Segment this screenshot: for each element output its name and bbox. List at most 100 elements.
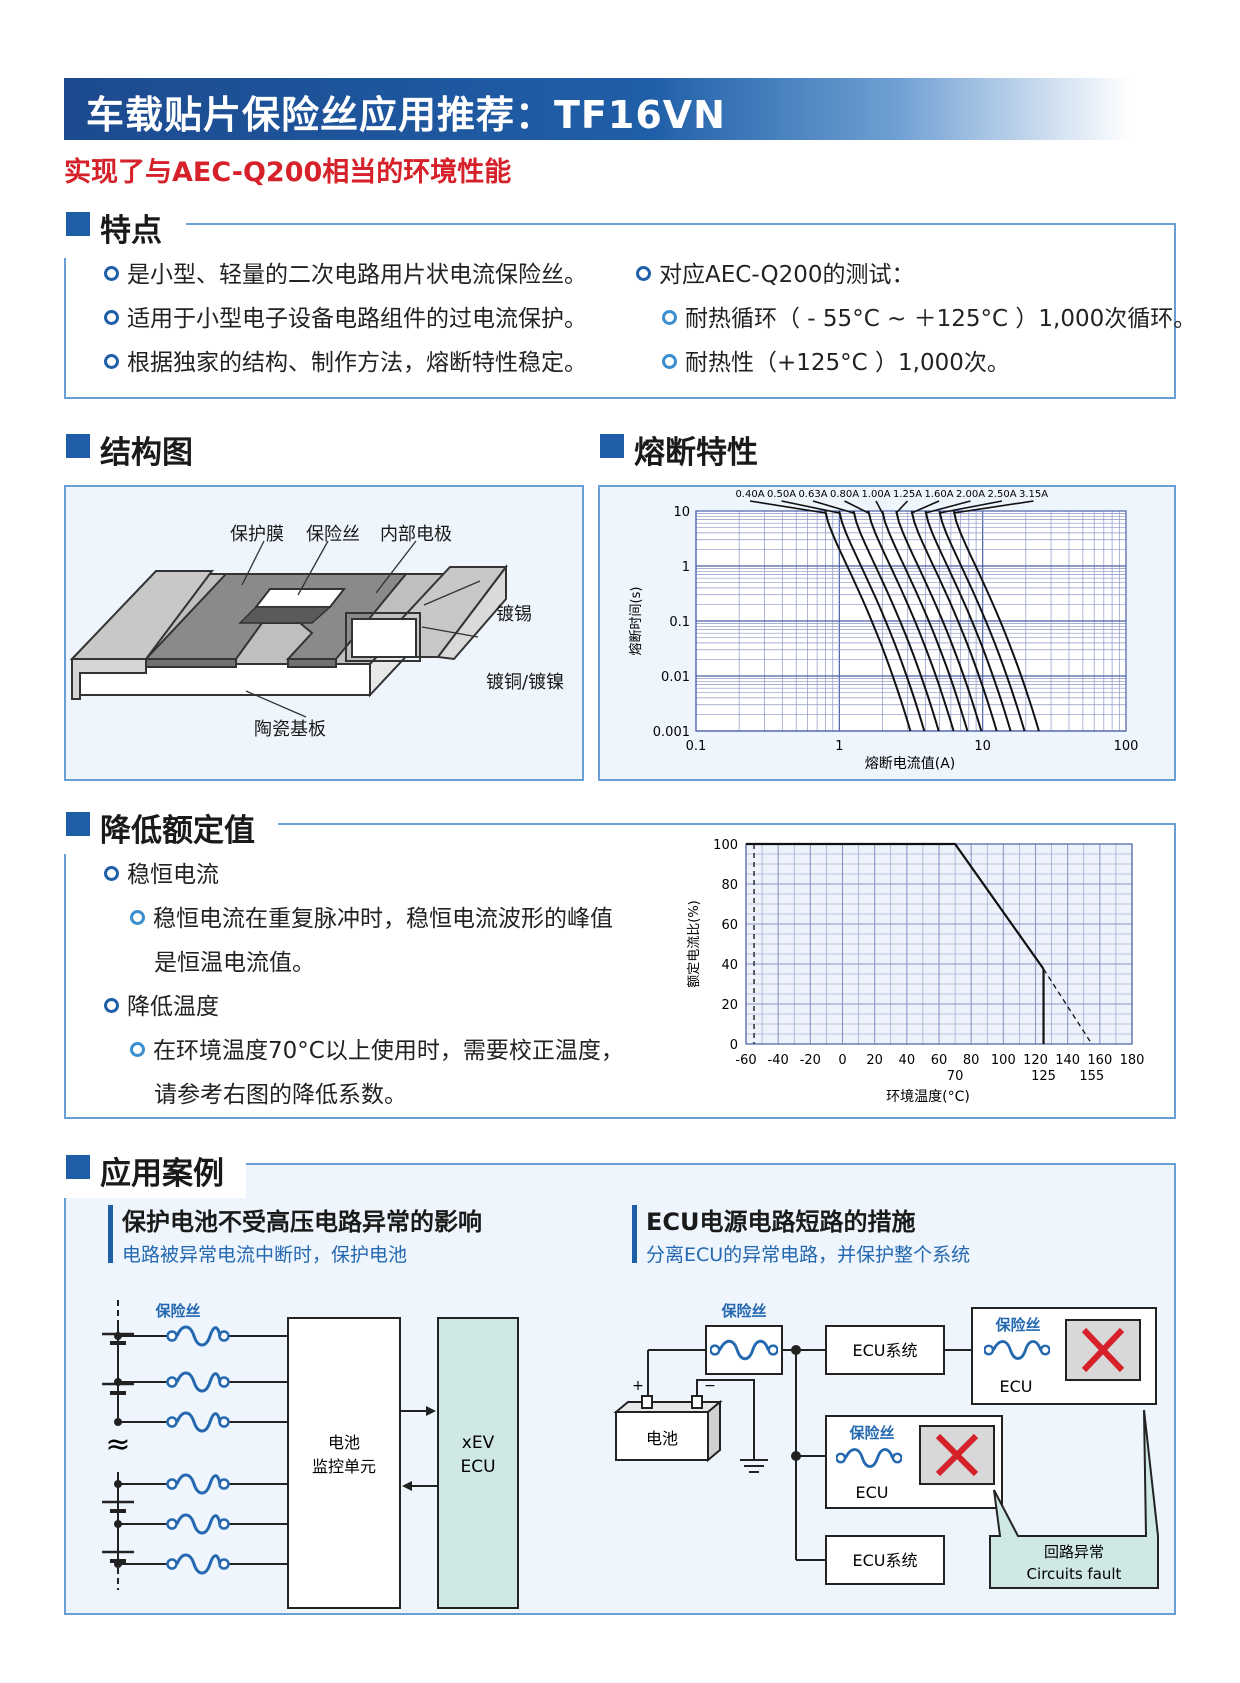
- fusing-curve: [924, 510, 1012, 732]
- fuse-label: 保险丝: [994, 1316, 1040, 1334]
- approx-symbol: ≈: [105, 1427, 130, 1462]
- fusing-curve-lead: [844, 500, 869, 514]
- derating-item-desc: 请参考右图的降低系数。: [154, 1082, 407, 1108]
- fusing-curve: [838, 510, 926, 732]
- fusing-curve: [895, 510, 983, 732]
- case-left-title: 保护电池不受高压电路异常的影响: [122, 1208, 482, 1236]
- battery-protection-diagram: 保险丝 ≈ 电池 监控单元 xEV ECU: [102, 1300, 519, 1609]
- fusing-curve-lead: [749, 500, 826, 514]
- fusing-rating-label: 0.50A: [767, 489, 796, 500]
- bms-label-2: 监控单元: [312, 1457, 376, 1476]
- ecu-short-diagram: 保险丝 ECU系统 保险丝 ECU 保险丝 ECU ECU系统 电池 + − 回…: [613, 1302, 1159, 1589]
- section-marker-icon: [66, 812, 90, 836]
- derating-ylabel: 额定电流比(%): [687, 900, 702, 988]
- bullet-icon: [662, 310, 677, 325]
- fusing-xtick: 10: [974, 739, 991, 754]
- fusing-curve: [852, 510, 940, 732]
- bullet-icon: [104, 266, 119, 281]
- derating-heading-bg: [60, 796, 278, 854]
- fusing-curve-lead: [781, 500, 840, 514]
- fusing-xtick: 1: [835, 739, 843, 754]
- bullet-icon: [130, 1042, 145, 1057]
- derating-xtick: 0: [838, 1053, 846, 1068]
- derating-line: [746, 842, 1045, 970]
- minus-label: −: [704, 1378, 716, 1394]
- fusing-curve-lead: [953, 500, 1034, 514]
- fault-x-icon: [935, 1433, 979, 1477]
- fuse-terminal: [166, 1558, 178, 1570]
- fuse-icon: [175, 1553, 222, 1575]
- fuse-terminal: [166, 1376, 178, 1388]
- feature-item: 是小型、轻量的二次电路用片状电流保险丝。: [104, 255, 587, 289]
- fuse-icon: [175, 1473, 222, 1495]
- bullet-icon: [636, 266, 651, 281]
- fusing-curve-lead: [925, 500, 971, 514]
- fusing-curve: [938, 510, 1026, 732]
- derating-ytick: 80: [721, 878, 738, 893]
- fusing-frame: [695, 510, 1127, 732]
- fusing-rating-label: 1.60A: [924, 489, 953, 500]
- derating-ytick: 20: [721, 998, 738, 1013]
- fuse-icon: [175, 1411, 222, 1433]
- fuse-terminal: [218, 1558, 230, 1570]
- derating-xtick: 40: [899, 1053, 916, 1068]
- derating-xtick: 80: [963, 1053, 980, 1068]
- derating-xlabel: 环境温度(°C): [886, 1089, 970, 1105]
- derating-ytick: 60: [721, 918, 738, 933]
- fusing-rating-label: 1.00A: [861, 489, 890, 500]
- fuse-terminal: [218, 1518, 230, 1530]
- case-right-subtitle: 分离ECU的异常电路，并保护整个系统: [646, 1244, 971, 1266]
- derating-item-desc: 稳恒电流在重复脉冲时，稳恒电流波形的峰值: [130, 899, 613, 933]
- fusing-rating-label: 0.40A: [735, 489, 764, 500]
- fusing-ytick: 1: [682, 560, 690, 575]
- derating-xtick: 160: [1087, 1053, 1112, 1068]
- fuse-structure-diagram: [69, 540, 509, 718]
- aec-item: 耐热循环（ - 55°C ~ ＋125°C ）1,000次循环。: [662, 299, 1196, 333]
- case-left-subtitle: 电路被异常电流中断时，保护电池: [122, 1244, 408, 1266]
- label-cuni: 镀铜/镀镍: [486, 672, 565, 693]
- fuse-label: 保险丝: [720, 1302, 766, 1320]
- bullet-icon: [104, 998, 119, 1013]
- fusing-xlabel: 熔断电流值(A): [865, 756, 956, 772]
- fusing-rating-label: 1.25A: [893, 489, 922, 500]
- fuse-terminal: [218, 1416, 230, 1428]
- fusing-curve: [910, 510, 998, 732]
- derating-ytick: 40: [721, 958, 738, 973]
- derating-item-title: 降低温度: [104, 987, 219, 1021]
- fusing-curve: [824, 510, 912, 732]
- fuse-terminal: [166, 1478, 178, 1490]
- derating-xtick: 60: [931, 1053, 948, 1068]
- ecu-system-label: ECU系统: [853, 1341, 918, 1360]
- fusing-heading: 熔断特性: [634, 435, 758, 471]
- fuse-terminal: [218, 1478, 230, 1490]
- fusing-curve-lead: [911, 500, 940, 514]
- bullet-icon: [104, 866, 119, 881]
- title-bar: [64, 78, 1130, 140]
- derating-xmark: 155: [1079, 1069, 1104, 1084]
- derating-xtick: 120: [1023, 1053, 1048, 1068]
- fault-x-icon: [1081, 1327, 1125, 1373]
- section-marker-icon: [600, 434, 624, 458]
- derating-item-desc: 在环境温度70°C以上使用时，需要校正温度，: [130, 1031, 624, 1065]
- derating-item-title: 稳恒电流: [104, 855, 219, 889]
- fuse-label: 保险丝: [154, 1302, 200, 1320]
- page-title: 车载贴片保险丝应用推荐：TF16VN: [86, 93, 726, 137]
- fusing-xtick: 0.1: [686, 739, 707, 754]
- case-right-title: ECU电源电路短路的措施: [646, 1208, 916, 1236]
- cases-heading-bg: [60, 1140, 246, 1198]
- fusing-xtick: 100: [1114, 739, 1139, 754]
- bullet-icon: [130, 910, 145, 925]
- features-heading: 特点: [100, 213, 162, 249]
- derating-xtick: 140: [1055, 1053, 1080, 1068]
- battery-box: [615, 1411, 709, 1461]
- fusing-curve-lead: [875, 500, 884, 514]
- bullet-icon: [104, 310, 119, 325]
- section-marker-icon: [66, 1155, 90, 1179]
- aec-item: 耐热性（+125°C ）1,000次。: [662, 343, 1010, 377]
- label-fuse: 保险丝: [306, 524, 360, 545]
- derating-ytick: 100: [713, 838, 738, 853]
- label-ceramic: 陶瓷基板: [254, 719, 326, 740]
- derating-xmark: 70: [947, 1069, 964, 1084]
- derating-xtick: -40: [768, 1053, 789, 1068]
